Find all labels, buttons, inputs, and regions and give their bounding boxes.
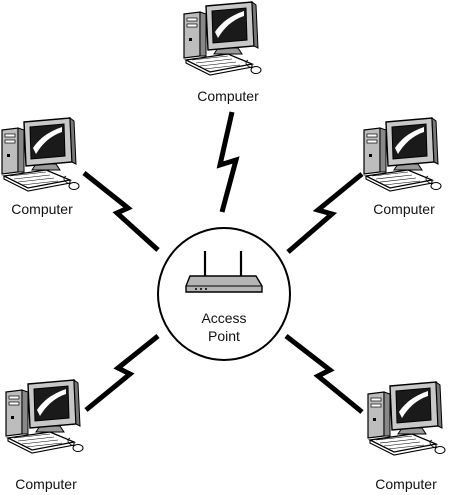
computer-node-lower-left: Computer xyxy=(5,379,84,492)
computer-node-upper-left: Computer xyxy=(1,117,80,217)
computer-icon xyxy=(5,379,84,454)
computer-icon xyxy=(367,381,446,456)
router-icon xyxy=(185,251,263,293)
computer-label: Computer xyxy=(15,476,77,492)
computer-label: Computer xyxy=(375,476,437,492)
access-point-circle xyxy=(157,227,291,361)
computer-node-lower-right: Computer xyxy=(367,381,446,492)
wireless-link-lower-right xyxy=(284,334,364,414)
computer-node-upper-right: Computer xyxy=(363,117,442,217)
computer-icon xyxy=(183,1,262,76)
computer-label: Computer xyxy=(11,201,73,217)
computer-node-top: Computer xyxy=(183,1,262,104)
access-point-label-line1: Access xyxy=(201,310,246,326)
computer-label: Computer xyxy=(197,88,259,104)
wireless-link-top xyxy=(216,111,240,213)
computer-label: Computer xyxy=(373,201,435,217)
computer-icon xyxy=(363,117,442,192)
wireless-link-upper-left xyxy=(82,171,160,252)
computer-icon xyxy=(1,117,80,192)
access-point-node: Access Point xyxy=(157,227,291,361)
access-point-label-line2: Point xyxy=(208,328,240,344)
wireless-link-lower-left xyxy=(84,334,160,412)
wireless-link-upper-right xyxy=(286,172,364,254)
